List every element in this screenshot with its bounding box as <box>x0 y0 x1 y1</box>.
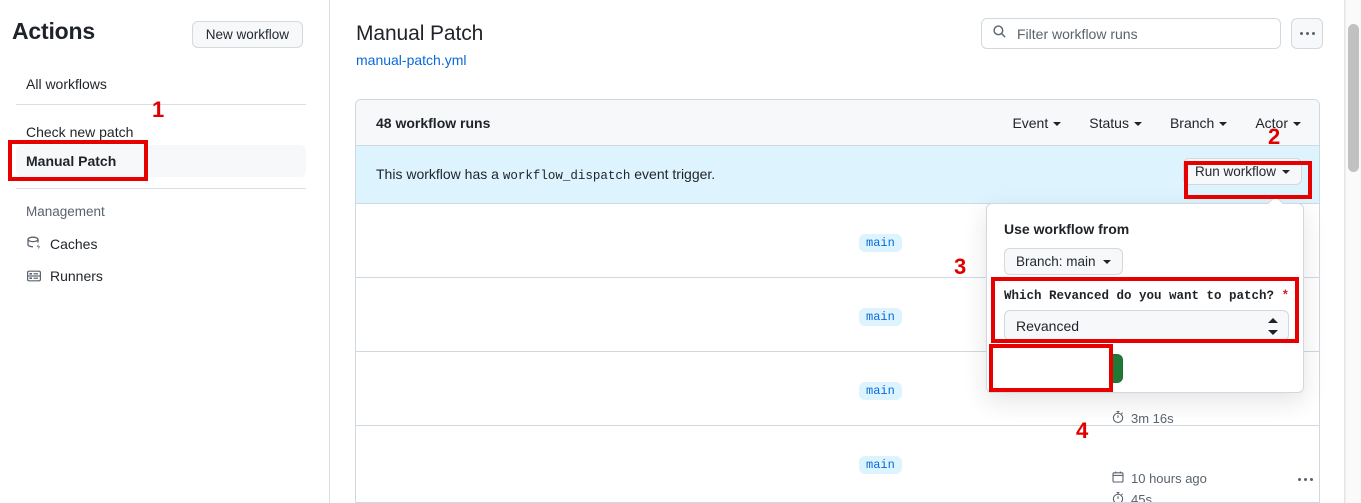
filter-branch[interactable]: Branch <box>1169 114 1228 131</box>
table-row[interactable]: main <box>356 278 1319 352</box>
filter-event[interactable]: Event <box>1012 114 1062 131</box>
sidebar-item-label: Caches <box>50 236 98 252</box>
run-duration: 3m 16s <box>1111 408 1301 429</box>
sidebar-item-check-new-patch[interactable]: Check new patch <box>16 116 306 148</box>
search-input-wrapper[interactable] <box>981 18 1281 49</box>
workflow-input-label-text: Which Revanced do you want to patch? <box>1004 289 1275 303</box>
sidebar-item-label: Check new patch <box>26 124 134 140</box>
sidebar-item-label: All workflows <box>26 76 107 92</box>
chevron-down-icon <box>1282 169 1290 174</box>
chevron-down-icon <box>1133 121 1142 126</box>
page-heading-actions: Actions <box>12 18 95 44</box>
page-overflow-menu-button[interactable] <box>1291 18 1323 49</box>
sidebar-divider-2 <box>16 188 306 189</box>
run-meta: 3m 16s <box>1111 370 1301 429</box>
run-age-text: 10 hours ago <box>1131 471 1207 486</box>
kebab-dot <box>1304 478 1307 481</box>
sidebar-item-caches[interactable]: Caches <box>16 228 306 260</box>
table-row[interactable]: main 10 hours ago <box>356 426 1319 503</box>
kebab-dot <box>1310 478 1313 481</box>
sidebar-item-manual-patch[interactable]: Manual Patch <box>8 145 306 177</box>
revanced-select-value: Revanced <box>1016 317 1080 334</box>
run-workflow-dropdown-button[interactable]: Run workflow <box>1182 158 1302 185</box>
submit-run-workflow-button[interactable]: Run workflow <box>1004 354 1123 383</box>
table-row[interactable]: main 3m 16s <box>356 352 1319 426</box>
stopwatch-icon <box>1111 410 1125 427</box>
branch-badge[interactable]: main <box>859 456 902 474</box>
required-marker: * <box>1281 289 1290 303</box>
branch-select-button[interactable]: Branch: main <box>1004 248 1123 275</box>
filter-label: Event <box>1012 114 1049 131</box>
kebab-dot <box>1298 478 1301 481</box>
new-workflow-button[interactable]: New workflow <box>191 21 303 48</box>
filter-actor[interactable]: Actor <box>1255 115 1301 131</box>
main-content: Manual Patch manual-patch.yml 48 workflo… <box>331 0 1361 503</box>
dispatch-text-before: This workflow has a <box>376 166 499 182</box>
run-duration-text: 3m 16s <box>1131 411 1174 426</box>
filter-label: Actor <box>1255 114 1288 131</box>
workflow-file-link[interactable]: manual-patch.yml <box>356 52 467 68</box>
sidebar-header: Actions New workflow <box>12 18 313 54</box>
runners-icon <box>26 268 42 284</box>
scroll-edge <box>1344 0 1345 503</box>
filter-status[interactable]: Status <box>1089 115 1142 131</box>
sidebar-item-label: Runners <box>50 268 103 284</box>
dispatch-banner-text: This workflow has a workflow_dispatch ev… <box>376 166 715 183</box>
search-icon <box>992 24 1007 44</box>
filter-label: Status <box>1089 114 1129 131</box>
sidebar-item-runners[interactable]: Runners <box>16 260 306 292</box>
run-age: 10 hours ago <box>1111 468 1301 489</box>
branch-select-label: Branch: main <box>1016 254 1096 269</box>
chevron-down-icon <box>1102 259 1111 264</box>
panel-caret <box>1268 196 1282 204</box>
page-scrollbar-track[interactable] <box>1345 0 1361 503</box>
dispatch-event-code: workflow_dispatch <box>502 169 631 183</box>
kebab-dot <box>1311 32 1315 35</box>
branch-badge[interactable]: main <box>859 382 902 400</box>
chevron-down-icon <box>1293 121 1301 126</box>
row-overflow-menu-button[interactable] <box>1298 478 1313 481</box>
workflow-dispatch-banner: This workflow has a workflow_dispatch ev… <box>356 146 1319 204</box>
branch-badge[interactable]: main <box>859 234 902 252</box>
runs-filter-group: Event Status Branch Actor <box>1012 115 1301 131</box>
page-title: Manual Patch <box>356 22 484 45</box>
stepper-icon <box>1268 318 1278 335</box>
chevron-down-icon <box>1053 121 1062 126</box>
kebab-dot <box>1305 32 1309 35</box>
selected-indicator-bar <box>8 149 12 173</box>
run-duration: 45s <box>1111 489 1301 503</box>
stopwatch-icon <box>1111 491 1125 502</box>
dispatch-text-after: event trigger. <box>634 166 716 182</box>
search-input[interactable] <box>1015 24 1270 43</box>
sidebar: Actions New workflow All workflows Check… <box>0 0 330 503</box>
sidebar-item-all-workflows[interactable]: All workflows <box>16 68 306 100</box>
chevron-down-icon <box>1219 121 1228 126</box>
calendar-icon <box>1111 470 1125 487</box>
sidebar-section-management: Management <box>26 204 105 219</box>
branch-badge[interactable]: main <box>859 308 902 326</box>
workflow-runs-header: 48 workflow runs Event Status Branch Act… <box>356 100 1319 146</box>
filter-label: Branch <box>1169 114 1215 131</box>
workflow-input-label: Which Revanced do you want to patch? * <box>1004 289 1289 303</box>
page-scrollbar-thumb[interactable] <box>1348 24 1359 172</box>
kebab-dot <box>1299 32 1303 35</box>
run-workflow-button-label: Run workflow <box>1194 164 1276 179</box>
run-workflow-dropdown-panel: Use workflow from Branch: main Which Rev… <box>986 203 1304 393</box>
cache-icon <box>26 236 42 252</box>
sidebar-divider-1 <box>16 104 306 105</box>
run-duration-text: 45s <box>1131 492 1152 503</box>
workflow-runs-count: 48 workflow runs <box>376 114 491 131</box>
use-workflow-from-label: Use workflow from <box>1004 221 1130 237</box>
run-meta: 10 hours ago 45s <box>1111 444 1301 503</box>
table-row[interactable]: main <box>356 204 1319 278</box>
revanced-select[interactable]: Revanced <box>1004 310 1289 341</box>
sidebar-item-label: Manual Patch <box>26 153 117 169</box>
